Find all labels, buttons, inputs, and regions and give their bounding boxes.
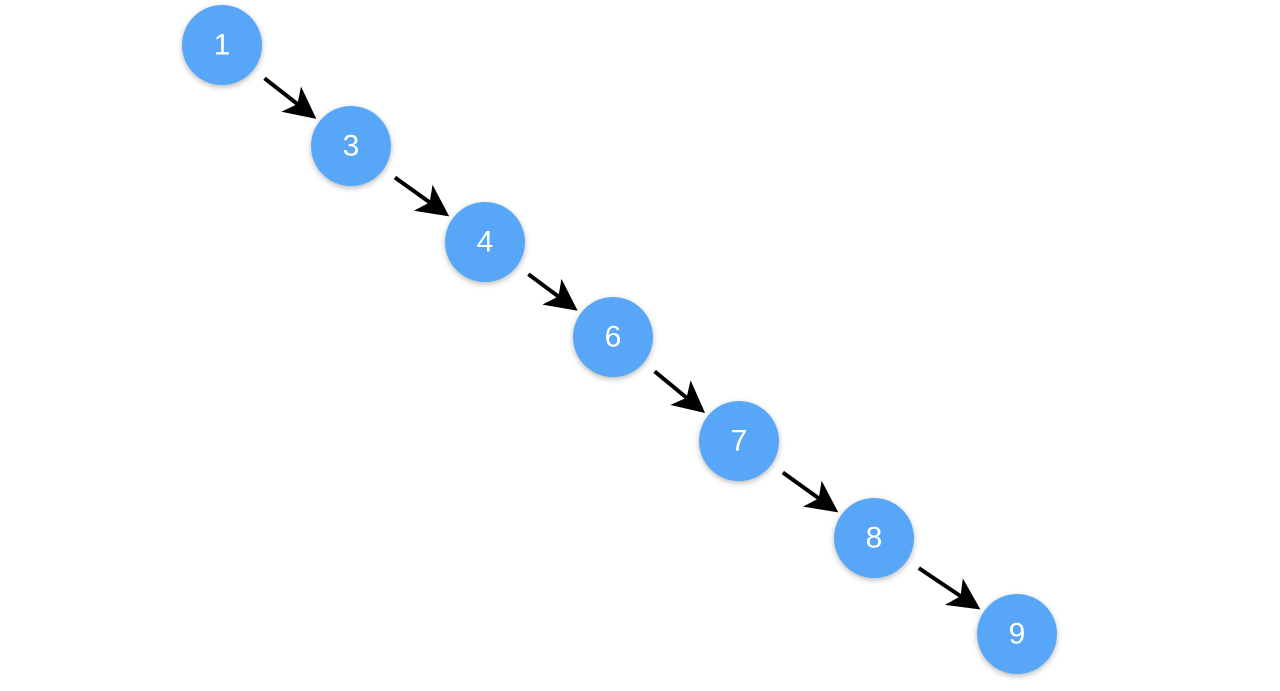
node-3: 3 bbox=[311, 106, 391, 186]
node-circle bbox=[445, 202, 525, 282]
node-circle bbox=[182, 5, 262, 85]
arrow-7-to-8 bbox=[781, 470, 839, 513]
arrow-1-to-3 bbox=[263, 76, 317, 119]
node-label: 9 bbox=[1009, 618, 1026, 651]
arrow-3-to-4 bbox=[393, 175, 450, 217]
node-label: 4 bbox=[477, 226, 494, 259]
node-9: 9 bbox=[977, 594, 1057, 674]
arrow-8-to-9 bbox=[917, 566, 981, 610]
nodes-layer: 1 3 4 6 7 8 9 bbox=[182, 5, 1057, 674]
arrow-6-to-7 bbox=[653, 369, 706, 413]
node-circle bbox=[311, 106, 391, 186]
node-circle bbox=[573, 297, 653, 377]
node-label: 6 bbox=[605, 321, 622, 354]
node-7: 7 bbox=[699, 401, 779, 481]
edges-layer bbox=[263, 76, 981, 610]
node-4: 4 bbox=[445, 202, 525, 282]
node-label: 7 bbox=[731, 425, 748, 458]
arrow-4-to-6 bbox=[527, 272, 578, 311]
node-label: 8 bbox=[866, 522, 883, 555]
node-circle bbox=[834, 498, 914, 578]
node-circle bbox=[699, 401, 779, 481]
node-label: 1 bbox=[214, 29, 231, 62]
node-circle bbox=[977, 594, 1057, 674]
node-1: 1 bbox=[182, 5, 262, 85]
node-8: 8 bbox=[834, 498, 914, 578]
node-6: 6 bbox=[573, 297, 653, 377]
node-label: 3 bbox=[343, 130, 360, 163]
